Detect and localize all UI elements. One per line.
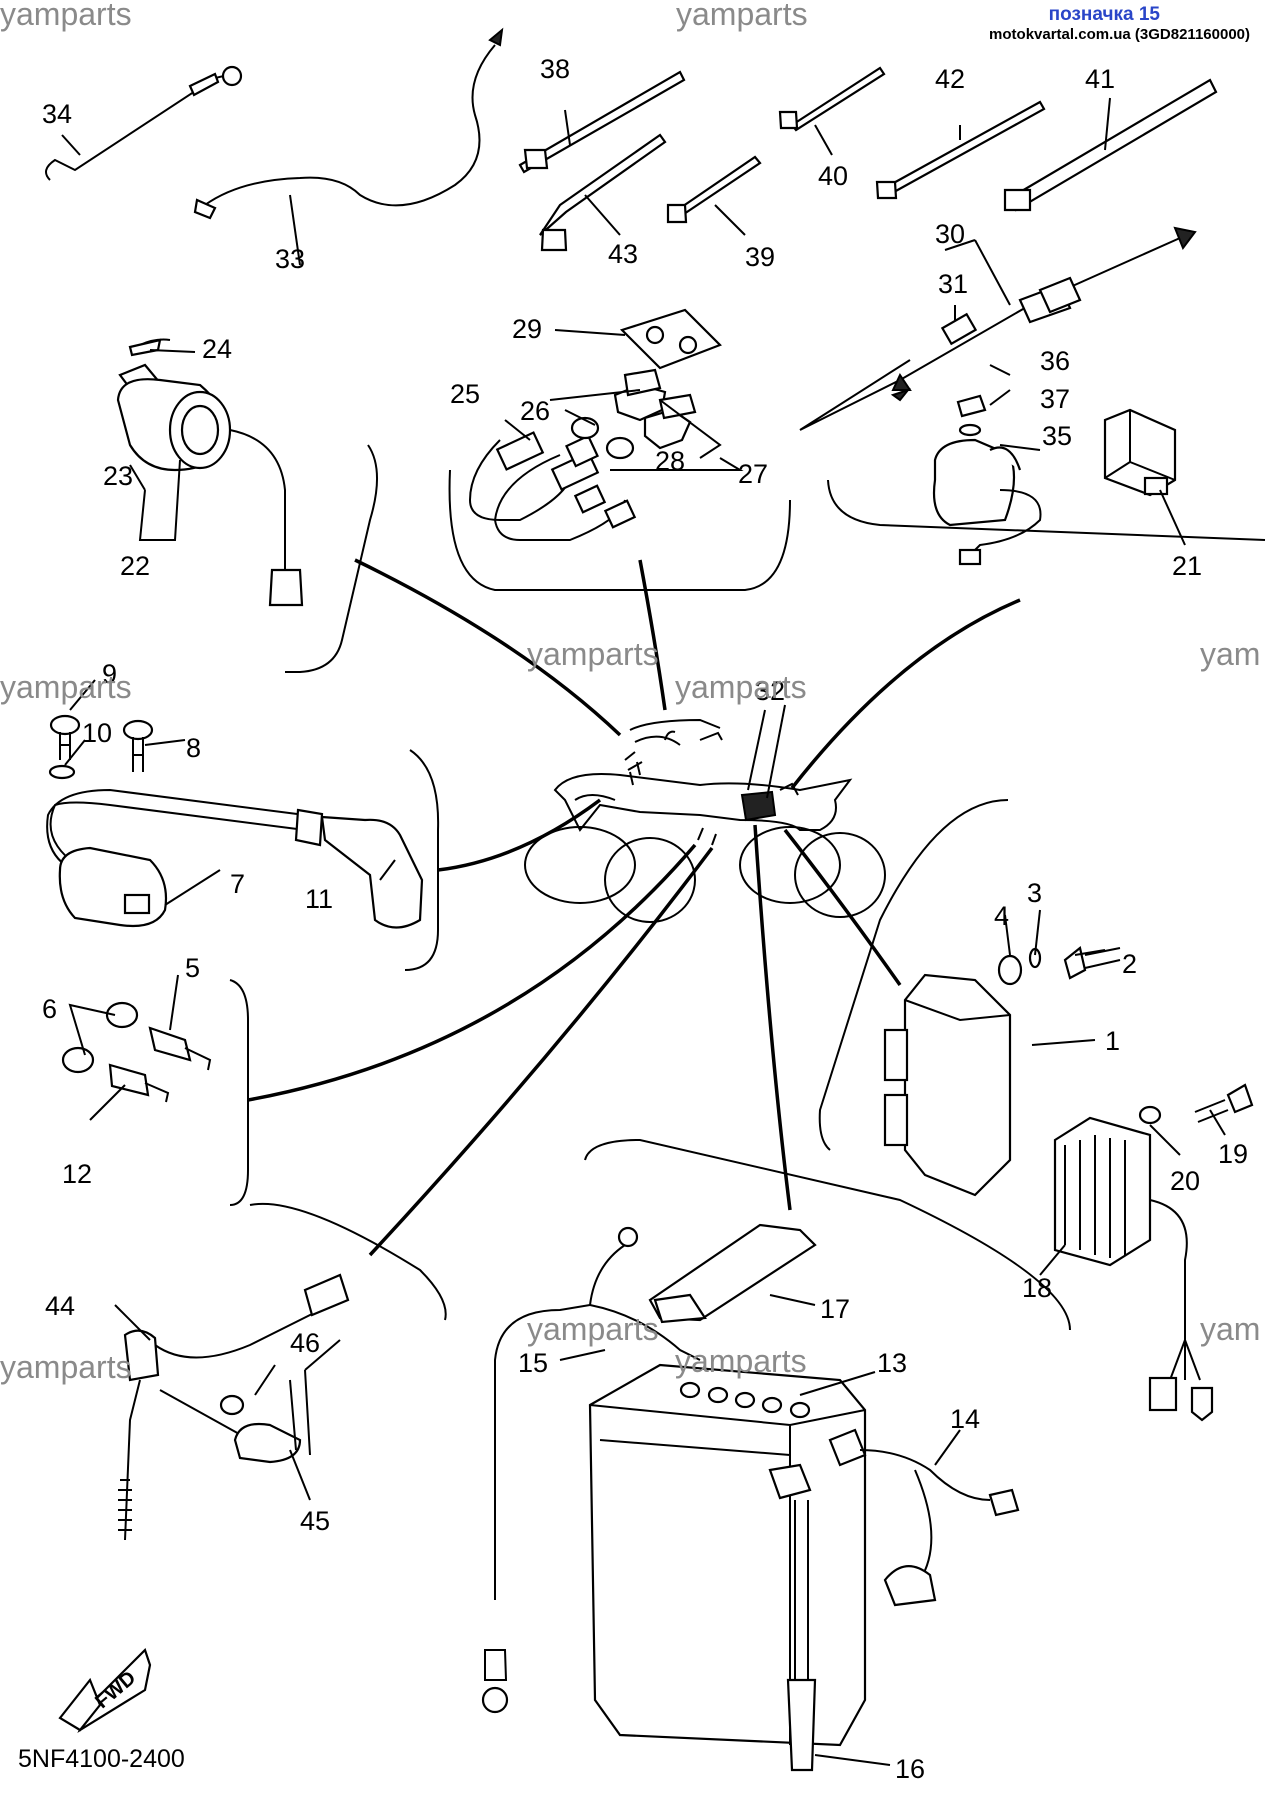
callout-41: 41: [1085, 64, 1115, 94]
watermark-mid-center-left: yamparts: [527, 636, 659, 672]
part-14-positive-lead: [859, 1449, 1020, 1607]
callout-4: 4: [994, 901, 1009, 931]
callout-29: 29: [512, 314, 542, 344]
callout-11: 11: [305, 884, 333, 914]
callout-43: 43: [608, 239, 638, 269]
part-33-lead-wire: [193, 27, 504, 220]
callout-46: 46: [290, 1328, 320, 1358]
vehicle-silhouette: [524, 718, 886, 923]
callout-37: 37: [1040, 384, 1070, 414]
callout-6: 6: [42, 994, 57, 1024]
part-13-battery: [588, 1363, 867, 1747]
part-34-ground-lead: [45, 65, 243, 181]
watermark-mid-center-right: yamparts: [675, 669, 807, 705]
fwd-arrow: FWD: [58, 1647, 152, 1733]
callout-28: 28: [655, 446, 685, 476]
part-21-relay: [1103, 408, 1177, 497]
callout-19: 19: [1218, 1139, 1248, 1169]
callout-32: 32: [755, 676, 785, 706]
part-16-breather-tube: [786, 1500, 817, 1772]
watermark-mid-right: yam: [1200, 636, 1260, 672]
callout-25: 25: [450, 379, 480, 409]
callout-36: 36: [1040, 346, 1070, 376]
callout-21: 21: [1172, 551, 1202, 581]
callout-labels: 1 2 3 4 5 6 7 8 9 10 11 12 13 14 15 16 1…: [42, 54, 1248, 1784]
watermark-lower-center-left: yamparts: [527, 1311, 659, 1347]
watermark-lower-right: yam: [1200, 1311, 1260, 1347]
watermark-top-left: yamparts: [0, 0, 132, 32]
watermark-lower-center-right: yamparts: [675, 1343, 807, 1379]
callout-12: 12: [62, 1159, 92, 1189]
callout-39: 39: [745, 242, 775, 272]
callout-17: 17: [820, 1294, 850, 1324]
callout-22: 22: [120, 551, 150, 581]
callout-38: 38: [540, 54, 570, 84]
callout-35: 35: [1042, 421, 1072, 451]
part-25-27-plug-leads: [468, 368, 697, 541]
diagram-label: позначка 15: [1048, 4, 1160, 25]
section-outlines: [229, 444, 1266, 1331]
callout-20: 20: [1170, 1166, 1200, 1196]
callout-33: 33: [275, 244, 305, 274]
callout-14: 14: [950, 1404, 980, 1434]
header-reference: позначка 15 motokvartal.com.ua (3GD82116…: [930, 4, 1250, 43]
part-8-9-10-bolts: [48, 714, 154, 780]
callout-23: 23: [103, 461, 133, 491]
callout-8: 8: [186, 733, 201, 763]
part-15-lead: [481, 1226, 701, 1714]
watermark-top-center: yamparts: [676, 0, 808, 32]
callout-13: 13: [877, 1348, 907, 1378]
callout-2: 2: [1122, 949, 1137, 979]
callout-5: 5: [185, 953, 200, 983]
part-7-11-ignition-coil: [46, 788, 424, 929]
callout-27: 27: [738, 459, 768, 489]
part-22-23-24-main-switch: [116, 338, 304, 607]
callout-31: 31: [938, 269, 968, 299]
part-44-46-sidestand-switch: [118, 1273, 350, 1541]
cable-ties: [518, 66, 1218, 252]
routing-lines: [247, 558, 1021, 1257]
part-1-4-cdi-unit: [883, 946, 1121, 1197]
callout-15: 15: [518, 1348, 548, 1378]
part-29-gasket: [619, 308, 722, 370]
part-5-6-12-switches: [61, 1001, 212, 1103]
watermark-mid-left: yamparts: [0, 669, 132, 705]
callout-34: 34: [42, 99, 72, 129]
leader-lines: [61, 97, 1226, 1766]
callout-40: 40: [818, 161, 848, 191]
callout-3: 3: [1027, 878, 1042, 908]
diagram-part-code: 5NF4100-2400: [18, 1745, 185, 1773]
part-35-37-starter-relay: [932, 394, 1042, 566]
site-reference: motokvartal.com.ua (3GD821160000): [989, 26, 1250, 43]
callout-1: 1: [1105, 1026, 1120, 1056]
callout-7: 7: [230, 869, 245, 899]
callout-42: 42: [935, 64, 965, 94]
callout-18: 18: [1022, 1273, 1052, 1303]
callout-26: 26: [520, 396, 550, 426]
callout-9: 9: [102, 659, 117, 689]
callout-45: 45: [300, 1506, 330, 1536]
callout-44: 44: [45, 1291, 75, 1321]
part-17-battery-strap: [648, 1223, 817, 1324]
callout-30: 30: [935, 219, 965, 249]
part-30-31-connector: [799, 226, 1197, 431]
callout-24: 24: [202, 334, 232, 364]
watermarks: yamparts yamparts yamparts yamparts yamp…: [0, 0, 1260, 1385]
part-18-20-regulator: [1053, 1083, 1254, 1422]
callout-10: 10: [82, 718, 112, 748]
callout-16: 16: [895, 1754, 925, 1784]
watermark-lower-left: yamparts: [0, 1349, 132, 1385]
